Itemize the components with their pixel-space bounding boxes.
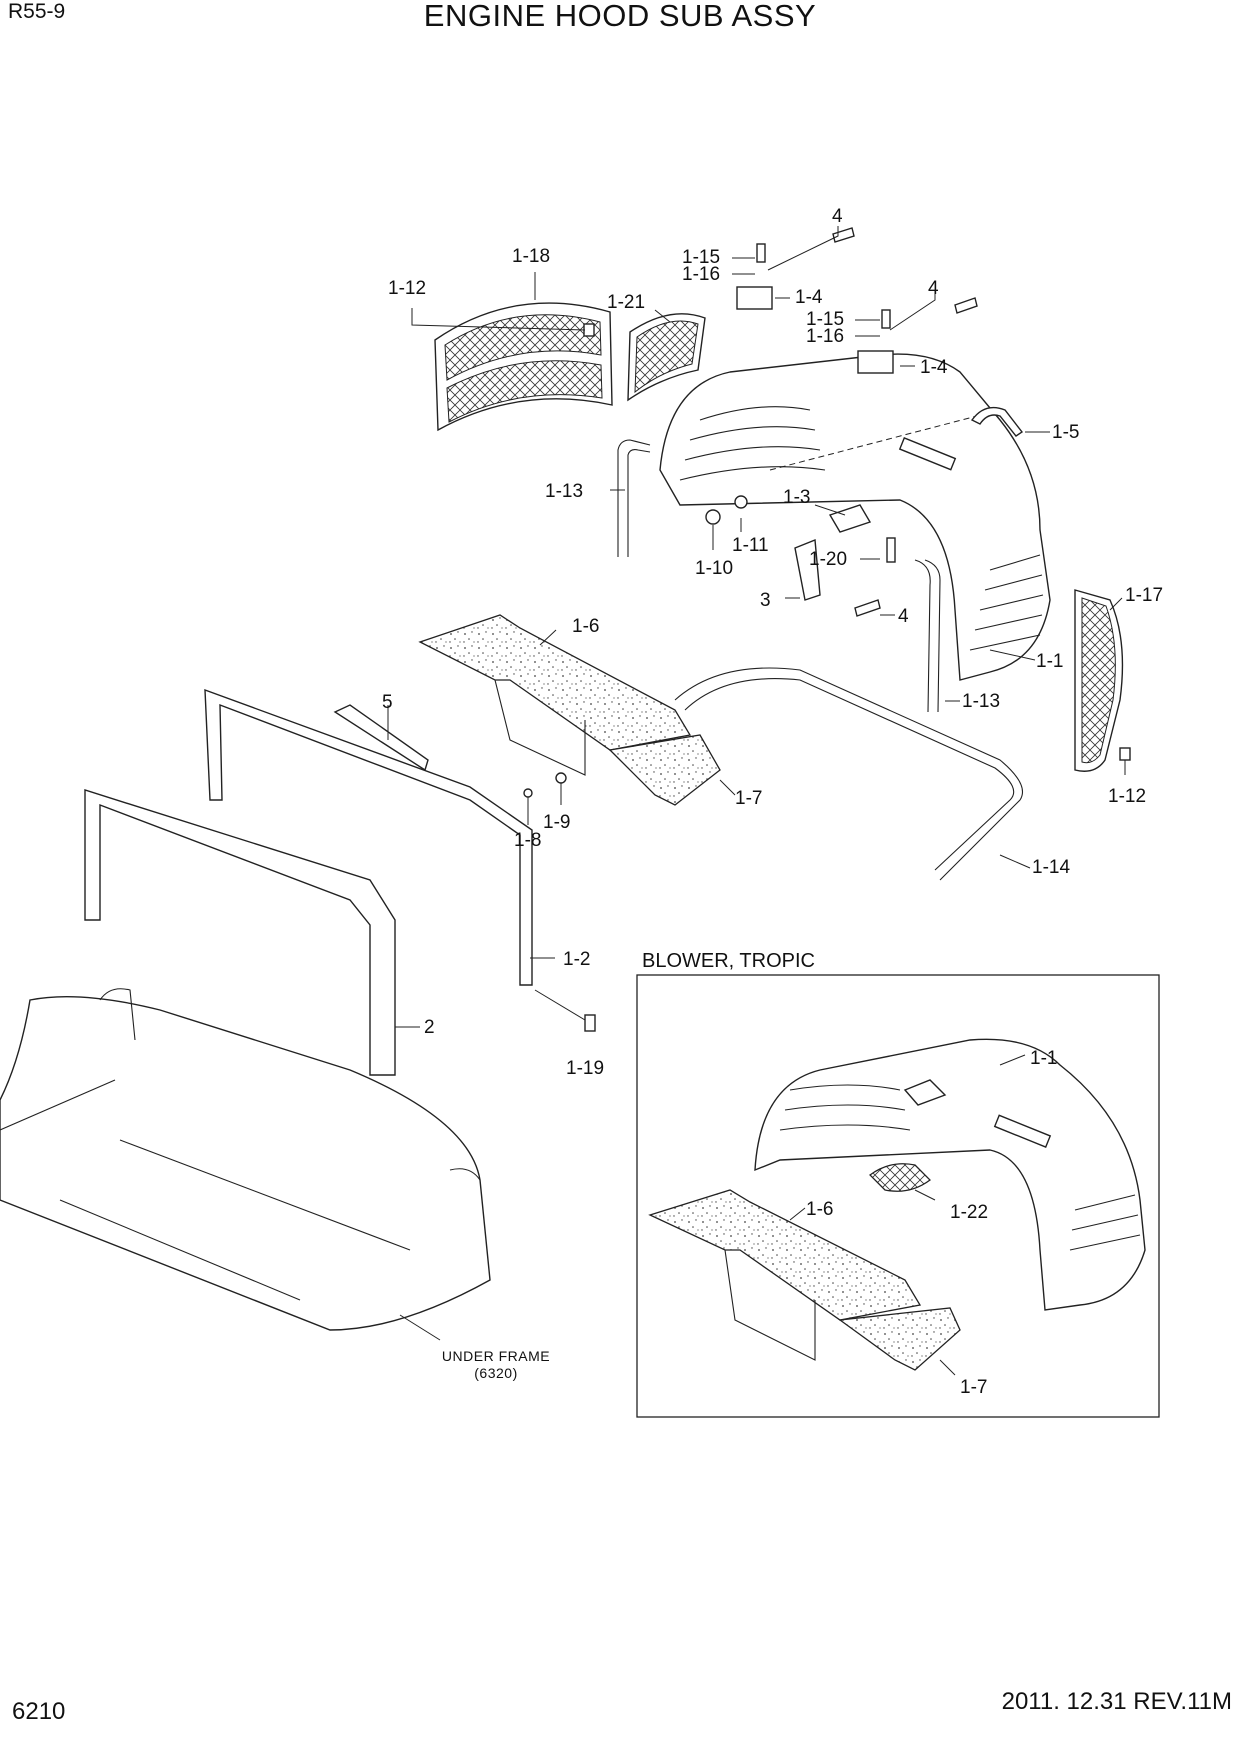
hinge-1-4a — [736, 286, 773, 310]
callout-1-19: 1-19 — [566, 1058, 604, 1079]
callout-4: 4 — [928, 278, 939, 299]
inset-hood-1-1 — [754, 1038, 1146, 1311]
latch-1-3 — [828, 504, 872, 533]
callout-1-16: 1-16 — [682, 264, 720, 285]
callout-1-13: 1-13 — [962, 691, 1000, 712]
under-frame — [0, 988, 491, 1341]
callout-1-2: 1-2 — [563, 949, 590, 970]
screen-1-17 — [1074, 589, 1124, 772]
inset-frame — [636, 974, 1160, 1418]
callout-1-16: 1-16 — [806, 326, 844, 347]
callout-1-12: 1-12 — [388, 278, 426, 299]
frame-2 — [84, 789, 396, 1076]
inset-caption: BLOWER, TROPIC — [642, 950, 815, 972]
seal-strip-1-13-right — [914, 559, 941, 713]
inset-pad-support — [724, 1249, 816, 1361]
seal-1-14 — [674, 667, 1024, 881]
callout-1-13: 1-13 — [545, 481, 583, 502]
callout-1-10: 1-10 — [695, 558, 733, 579]
revision-date: 2011. 12.31 REV.11M — [1001, 1688, 1232, 1715]
callout-1-15: 1-15 — [682, 247, 720, 268]
callout-1-11: 1-11 — [732, 535, 769, 556]
callout-1-4: 1-4 — [795, 287, 823, 308]
insulation-pad-1-7 — [608, 734, 721, 806]
callout-4: 4 — [832, 206, 843, 227]
callout-1-12: 1-12 — [1108, 786, 1146, 807]
inset-screen-1-22 — [869, 1163, 931, 1192]
strip-5 — [333, 704, 429, 772]
frame-1-2 — [204, 688, 533, 986]
engine-hood-1-1 — [659, 353, 1051, 681]
inset-callout-1-6: 1-6 — [806, 1199, 833, 1220]
callout-1-14: 1-14 — [1032, 857, 1070, 878]
handle-1-5 — [970, 406, 1024, 437]
seal-strip-1-13-left — [617, 439, 651, 557]
under-frame-ref: (6320) — [474, 1365, 517, 1381]
callout-3: 3 — [760, 590, 771, 611]
callout-1-5: 1-5 — [1052, 422, 1079, 443]
bolt-set — [523, 227, 1131, 1032]
page-title: ENGINE HOOD SUB ASSY — [423, 0, 817, 33]
callout-1-6: 1-6 — [572, 616, 599, 637]
callout-5: 5 — [382, 692, 393, 713]
callout-1-7: 1-7 — [735, 788, 762, 809]
callout-2: 2 — [424, 1017, 435, 1038]
callout-1-17: 1-17 — [1125, 585, 1163, 606]
grille-1-21 — [627, 313, 706, 402]
inset-insulation-pad-1-6 — [648, 1189, 922, 1321]
grille-1-18 — [434, 302, 613, 432]
inset-callout-1-22: 1-22 — [950, 1202, 988, 1223]
callout-1-21: 1-21 — [607, 292, 645, 313]
callout-1-3: 1-3 — [783, 487, 810, 508]
insulation-pad-1-6 — [418, 614, 692, 776]
callout-4: 4 — [898, 606, 909, 627]
callout-1-9: 1-9 — [543, 812, 570, 833]
callout-labels: 1-12 1-18 1-21 1-15 1-16 4 1-4 4 1-15 1-… — [382, 206, 1163, 1398]
under-frame-label: UNDER FRAME — [442, 1348, 550, 1364]
model-label: R55-9 — [8, 0, 66, 23]
inset-callout-1-7: 1-7 — [960, 1377, 987, 1398]
page-number: 6210 — [12, 1698, 66, 1725]
callout-1-8: 1-8 — [514, 830, 541, 851]
callout-1-20: 1-20 — [809, 549, 847, 570]
inset-insulation-pad-1-7 — [838, 1307, 961, 1371]
callout-1-1: 1-1 — [1036, 651, 1063, 672]
callout-1-15: 1-15 — [806, 309, 844, 330]
hinge-1-4b — [857, 350, 894, 374]
callout-1-18: 1-18 — [512, 246, 550, 267]
bracket-3 — [794, 539, 821, 601]
leader-lines — [387, 226, 1126, 1376]
inset-callout-1-1: 1-1 — [1030, 1048, 1057, 1069]
callout-1-4: 1-4 — [920, 357, 948, 378]
